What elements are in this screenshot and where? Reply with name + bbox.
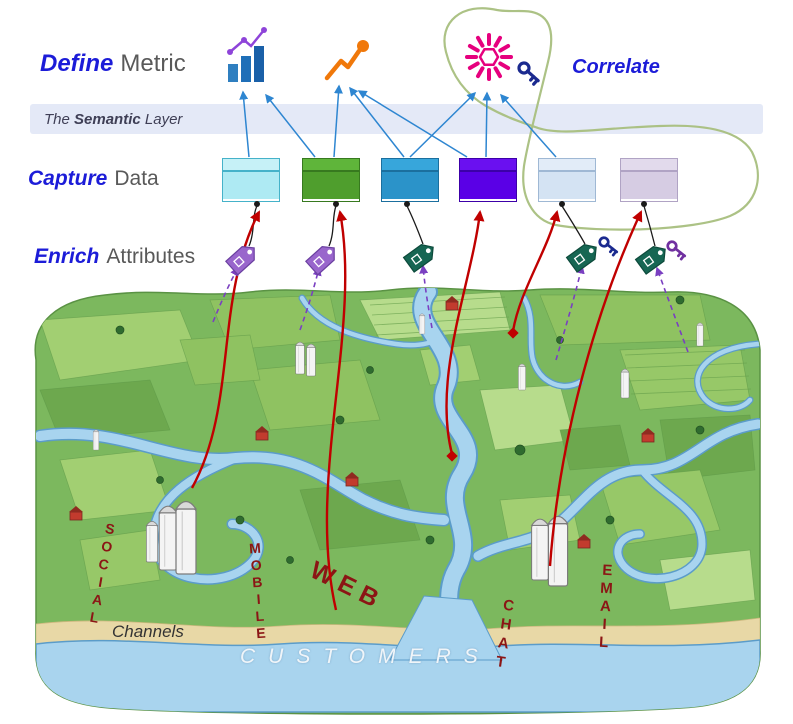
field-rows <box>369 296 752 395</box>
data-table-6 <box>620 158 678 202</box>
semantic-layer-text: The Semantic Layer <box>44 110 183 128</box>
capture-word: Capture <box>28 167 108 190</box>
enrich-word: Enrich <box>34 245 100 268</box>
table-body <box>539 172 595 199</box>
correlate-label: Correlate <box>572 56 660 78</box>
metric-word: Metric <box>120 50 186 77</box>
table-header-row <box>621 159 677 172</box>
table-header-row <box>223 159 279 172</box>
customers-label: CUSTOMERS <box>240 645 491 668</box>
table-header-row <box>460 159 516 172</box>
data-table-2 <box>302 158 360 202</box>
data-word: Data <box>114 167 159 190</box>
table-header-row <box>539 159 595 172</box>
table-body <box>223 172 279 199</box>
table-body <box>621 172 677 199</box>
attributes-word: Attributes <box>106 245 196 268</box>
table-header-row <box>303 159 359 172</box>
semantic-layer-band: The Semantic Layer <box>30 104 763 134</box>
data-table-5 <box>538 158 596 202</box>
table-body <box>382 172 438 199</box>
table-body <box>460 172 516 199</box>
data-table-4 <box>459 158 517 202</box>
estuary <box>389 595 503 661</box>
define-word: Define <box>40 50 114 77</box>
enrich-attributes-label: Enrich Attributes <box>34 245 195 269</box>
capture-data-label: Capture Data <box>28 167 159 191</box>
table-body <box>303 172 359 199</box>
data-table-3 <box>381 158 439 202</box>
rivers-water <box>35 288 761 658</box>
table-header-row <box>382 159 438 172</box>
data-table-1 <box>222 158 280 202</box>
channels-label: Channels <box>112 622 184 641</box>
